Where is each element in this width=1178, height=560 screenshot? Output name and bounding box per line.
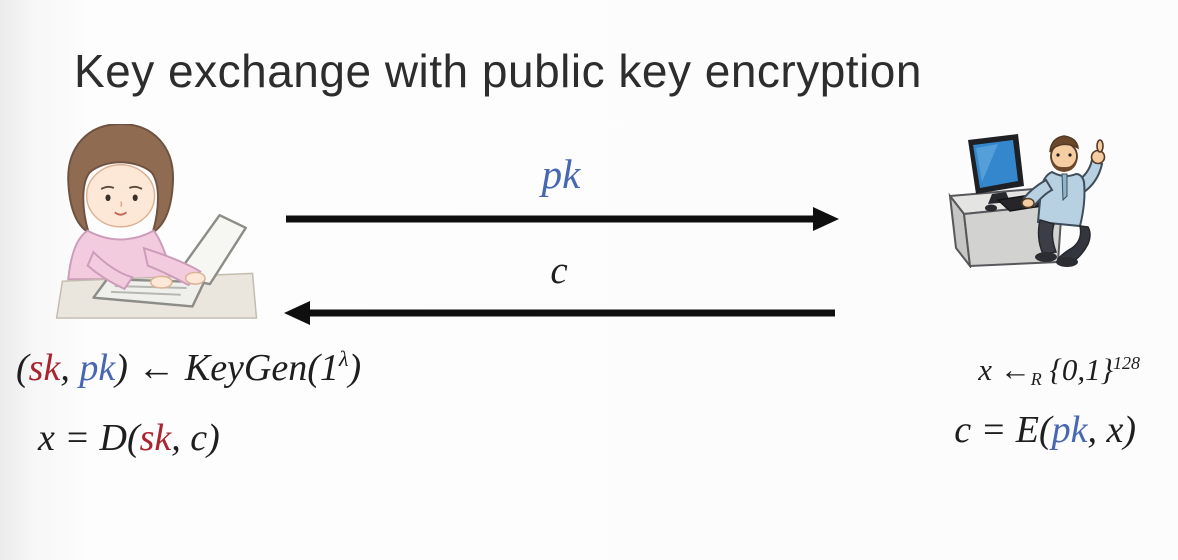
- c-arrow-left-icon: [284, 301, 835, 325]
- bob-sample-formula: x ←R {0,1}128: [978, 352, 1140, 390]
- lambda-superscript: λ: [338, 346, 349, 372]
- math-segment: , x): [1087, 409, 1136, 451]
- bob-monitor: [968, 134, 1024, 204]
- alice-keygen-formula: (sk, pk) ← KeyGen(1λ): [16, 346, 361, 390]
- alice-hair: [67, 124, 174, 234]
- slide-title: Key exchange with public key encryption: [74, 45, 922, 97]
- pk-term: pk: [1051, 409, 1088, 451]
- alice-decrypt-formula: x = D(sk, c): [38, 416, 220, 460]
- alice-illustration: [55, 124, 258, 319]
- sk-term: sk: [28, 347, 61, 389]
- pk-term: pk: [79, 347, 116, 389]
- sk-term: sk: [139, 417, 172, 459]
- math-segment: ): [348, 347, 362, 389]
- bob-encrypt-formula: c = E(pk, x): [954, 408, 1136, 452]
- pk-message-label: pk: [541, 151, 581, 197]
- math-segment: (: [16, 347, 29, 389]
- alice-arms: [86, 246, 206, 291]
- pk-arrow-right-icon: [286, 207, 839, 231]
- bob-person: [1021, 135, 1106, 267]
- c-message-label: c: [550, 249, 568, 292]
- bob-tie: [1061, 173, 1068, 202]
- math-segment: ,: [60, 347, 80, 389]
- math-segment: x = D(: [38, 417, 140, 459]
- math-segment: c = E(: [954, 409, 1052, 451]
- math-segment: , c): [171, 417, 220, 459]
- math-segment: x ←: [978, 352, 1031, 387]
- exponent-superscript: 128: [1113, 352, 1140, 373]
- math-segment: {0,1}: [1041, 352, 1114, 387]
- bob-mouse: [985, 204, 997, 212]
- math-segment: ) ← KeyGen(1: [115, 347, 339, 389]
- bob-hair: [1049, 135, 1079, 153]
- bob-illustration: [948, 134, 1106, 268]
- bob-beard: [1050, 156, 1078, 172]
- r-subscript: R: [1030, 369, 1042, 390]
